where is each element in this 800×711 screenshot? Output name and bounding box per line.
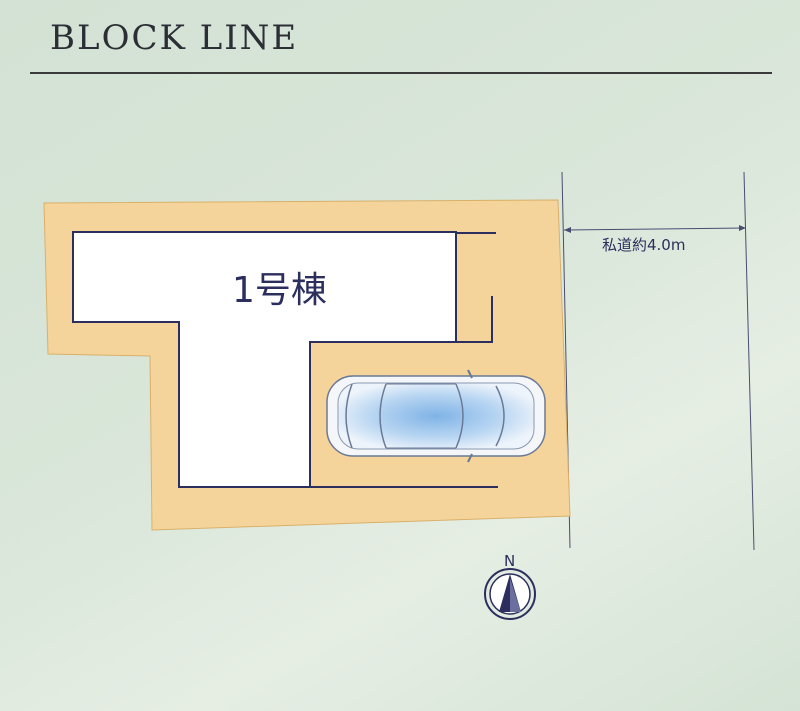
- boundary-walls: [310, 232, 498, 488]
- north-compass-icon: [484, 568, 536, 620]
- road-width-dimension: [563, 225, 747, 233]
- compass-north-label: N: [504, 552, 515, 570]
- building-label: 1号棟: [232, 270, 327, 311]
- car-icon: [326, 369, 546, 463]
- road-width-label: 私道約4.0m: [602, 236, 685, 254]
- road-right-line: [743, 171, 755, 551]
- title-divider: [30, 72, 772, 74]
- page-title: BLOCK LINE: [50, 18, 299, 58]
